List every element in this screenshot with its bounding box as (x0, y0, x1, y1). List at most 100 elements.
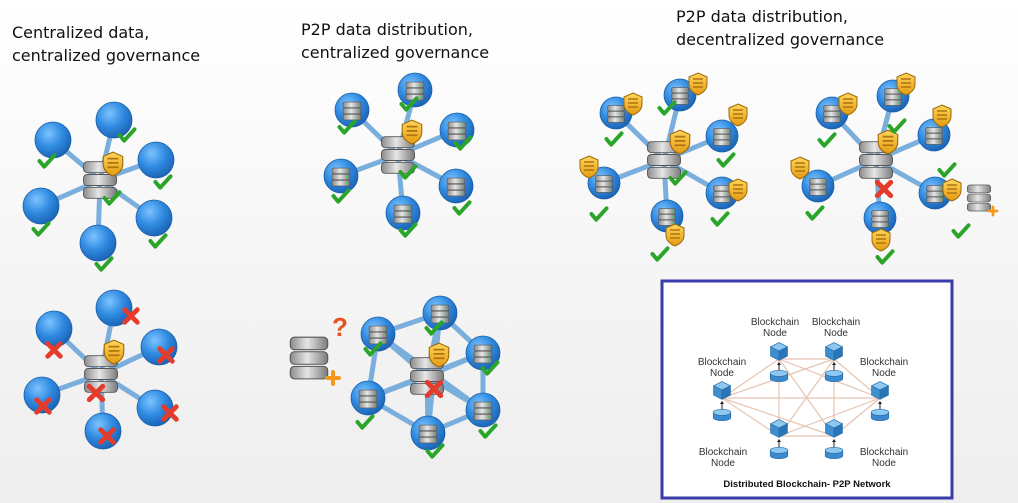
node (137, 141, 175, 190)
blockchain-node (824, 342, 844, 383)
node (350, 380, 386, 430)
node-sphere (95, 289, 133, 327)
node (705, 176, 748, 227)
node (599, 92, 643, 147)
database-icon (713, 185, 731, 203)
check-icon (875, 249, 895, 265)
node (135, 199, 173, 249)
database-icon (823, 105, 841, 123)
inset-link (721, 397, 780, 437)
database-icon (473, 344, 493, 364)
new-server-icon (289, 336, 329, 380)
arrowhead-icon (878, 401, 882, 404)
cylinder-icon (712, 408, 732, 422)
cylinder-icon (769, 446, 789, 460)
inset-link (721, 358, 780, 399)
node (35, 310, 73, 356)
plus-icon (325, 370, 341, 386)
database-icon (658, 208, 676, 226)
heading-p2p-centralized-governance: P2P data distribution, centralized gover… (301, 20, 490, 62)
node (650, 199, 685, 262)
node-label-line: Blockchain (699, 447, 747, 458)
database-icon (331, 167, 351, 187)
node (815, 92, 858, 148)
server-hub (83, 151, 124, 206)
node-sphere (22, 187, 60, 225)
node (334, 92, 370, 135)
check-icon (148, 233, 168, 249)
cube-icon (825, 419, 843, 438)
database-icon (925, 127, 943, 145)
arrowhead-icon (832, 362, 836, 365)
heading-p2p-decentralized-governance: P2P data distribution, decentralized gov… (676, 7, 885, 49)
node (863, 201, 897, 265)
node (84, 412, 122, 450)
cube-icon (770, 342, 788, 361)
database-icon (884, 88, 902, 106)
database-icon (607, 105, 625, 123)
heading-centralized: Centralized data, centralized governance (12, 23, 201, 65)
node (23, 376, 61, 414)
check-icon (716, 152, 736, 168)
cube-icon (871, 381, 889, 400)
node (657, 72, 708, 116)
new-node: ? (289, 312, 348, 386)
check-icon (937, 162, 957, 178)
node-label-line: Blockchain (812, 317, 860, 328)
check-icon (887, 118, 907, 134)
arrowhead-icon (832, 439, 836, 442)
node (22, 187, 60, 237)
shield-icon (665, 223, 685, 247)
node (579, 155, 621, 222)
node-sphere (34, 121, 72, 159)
cube-icon (713, 381, 731, 400)
inset-caption: Distributed Blockchain- P2P Network (723, 479, 891, 490)
cylinder-icon (769, 369, 789, 383)
node (323, 158, 359, 204)
node (705, 103, 748, 168)
database-icon (595, 175, 613, 193)
node (917, 104, 957, 178)
node (422, 295, 458, 336)
node-label-line: Node (872, 458, 896, 469)
check-icon (817, 132, 837, 148)
arrowhead-icon (777, 439, 781, 442)
node-label-line: Node (872, 368, 896, 379)
check-icon (951, 223, 971, 239)
database-icon (368, 325, 388, 345)
node-label-line: Blockchain (860, 447, 908, 458)
arrowhead-icon (777, 362, 781, 365)
check-icon (805, 205, 825, 221)
shield-icon (871, 228, 891, 252)
check-icon (355, 414, 375, 430)
check-icon (452, 200, 472, 216)
database-icon (926, 185, 944, 203)
check-icon (650, 246, 670, 262)
check-icon (31, 221, 51, 237)
cylinder-icon (824, 446, 844, 460)
node (95, 289, 137, 327)
question-icon: ? (332, 312, 348, 342)
node (790, 156, 835, 221)
shield-icon (728, 103, 748, 127)
node-label-line: Node (763, 328, 787, 339)
node-label-line: Blockchain (751, 317, 799, 328)
database-icon (809, 178, 827, 196)
database-icon (713, 128, 731, 146)
node (876, 72, 916, 134)
node (438, 168, 474, 216)
node-sphere (23, 376, 61, 414)
node (95, 101, 137, 143)
node-label-line: Blockchain (698, 357, 746, 368)
database-icon (473, 401, 493, 421)
arrowhead-icon (720, 401, 724, 404)
database-icon (447, 121, 467, 141)
node-label-line: Node (710, 368, 734, 379)
inset-link (778, 397, 881, 437)
node (79, 224, 117, 272)
node (360, 316, 396, 357)
